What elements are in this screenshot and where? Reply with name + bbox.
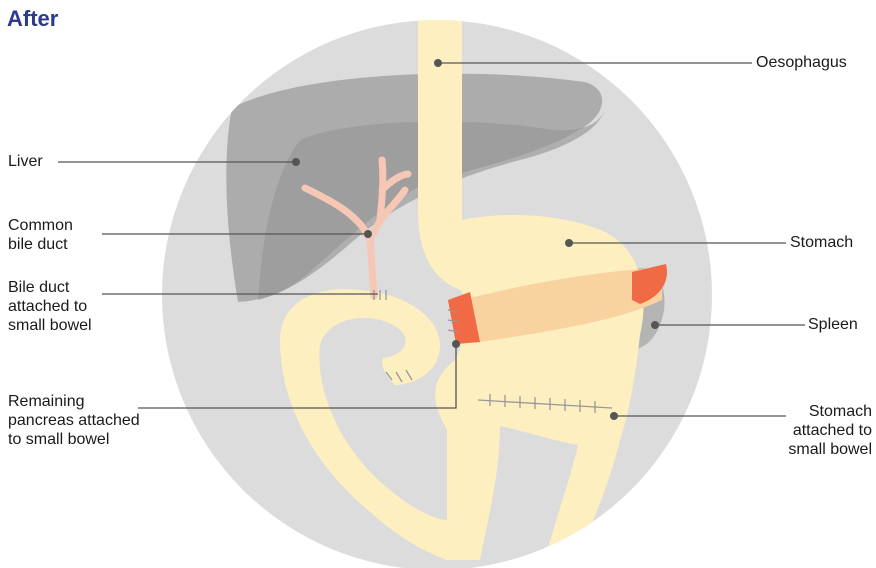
label-stomach: Stomach (790, 233, 853, 252)
label-remaining-pancreas-line1: Remaining (8, 392, 140, 411)
label-common-bile-duct: Common bile duct (8, 216, 73, 254)
label-bile-duct-attached-line2: attached to (8, 297, 92, 316)
label-stomach-attached: Stomach attached to small bowel (788, 402, 872, 459)
label-stomach-attached-line2: attached to (788, 421, 872, 440)
label-common-bile-duct-line2: bile duct (8, 235, 73, 254)
label-bile-duct-attached: Bile duct attached to small bowel (8, 278, 92, 335)
label-bile-duct-attached-line3: small bowel (8, 316, 92, 335)
label-remaining-pancreas-line3: to small bowel (8, 430, 140, 449)
label-remaining-pancreas-line2: pancreas attached (8, 411, 140, 430)
label-stomach-attached-line1: Stomach (788, 402, 872, 421)
label-remaining-pancreas: Remaining pancreas attached to small bow… (8, 392, 140, 449)
label-stomach-attached-line3: small bowel (788, 440, 872, 459)
label-common-bile-duct-line1: Common (8, 216, 73, 235)
label-oesophagus: Oesophagus (756, 53, 847, 72)
label-spleen: Spleen (808, 315, 858, 334)
label-liver: Liver (8, 152, 43, 171)
label-bile-duct-attached-line1: Bile duct (8, 278, 92, 297)
